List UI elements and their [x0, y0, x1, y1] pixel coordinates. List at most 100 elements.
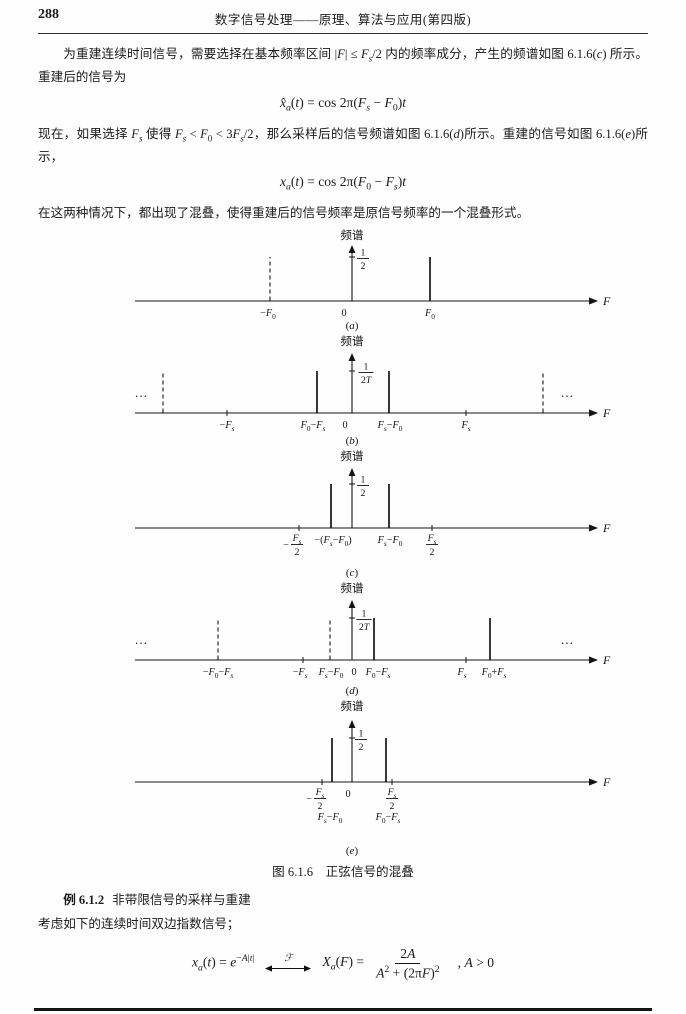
axis-label: 0 — [351, 667, 356, 678]
y-axis-arrow — [348, 599, 356, 608]
frequency-axis-label: F — [602, 294, 611, 308]
chart-caption: (a) — [346, 320, 359, 332]
example-intro: 考虑如下的连续时间双边指数信号； — [38, 917, 240, 932]
chart-caption: (d) — [346, 685, 359, 697]
x-axis-arrow — [589, 409, 598, 417]
axis-label-frac-den: 2 — [390, 801, 395, 812]
axis-label-frac-num: Fs — [427, 533, 437, 546]
chart-title: 频谱 — [341, 581, 364, 595]
axis-label: −(Fs−F0) — [314, 535, 351, 548]
chart-caption: (c) — [346, 567, 359, 579]
y-axis-arrow — [348, 719, 356, 728]
x-axis-arrow — [589, 778, 598, 786]
axis-label-frac-sign: − — [283, 540, 289, 551]
frequency-axis-label: F — [602, 653, 611, 667]
axis-label-frac-num: Fs — [387, 787, 397, 800]
chart-title: 频谱 — [341, 449, 364, 463]
example-title: 非带限信号的采样与重建 — [112, 892, 251, 907]
axis-label: −Fs — [220, 420, 235, 433]
chart-caption: (b) — [346, 435, 359, 447]
axis-label: Fs−F0 — [377, 420, 403, 433]
eq3-lhs: xa(t) = e−A|t| — [191, 953, 255, 974]
axis-label-frac-den: 2 — [295, 547, 300, 558]
example-heading: 例 6.1.2 非带限信号的采样与重建 — [38, 890, 648, 912]
scan-edge-artifact — [34, 1008, 652, 1011]
equation-3: xa(t) = e−A|t| ℱ Xa(F) = 2A A2 + (2πF)2 … — [0, 945, 686, 982]
spectrum-chart-a: 频谱 F 1 2 −F0 0 F0 (a) — [135, 228, 611, 332]
page-header-title: 数字信号处理——原理、算法与应用(第四版) — [214, 13, 472, 27]
peak-numerator: 1 — [361, 474, 366, 485]
peak-denominator: 2 — [361, 261, 366, 272]
ellipsis: … — [135, 632, 148, 647]
axis-label: Fs — [460, 420, 470, 433]
axis-label-frac-sign: − — [306, 794, 312, 805]
axis-label-frac-num: Fs — [315, 787, 325, 800]
axis-label: F0−Fs — [300, 420, 326, 433]
y-axis-arrow — [348, 467, 356, 476]
chart-title: 频谱 — [341, 699, 364, 713]
x-axis-arrow — [589, 524, 598, 532]
axis-label: F0−Fs — [375, 812, 401, 825]
fourier-transform-arrow: ℱ — [265, 953, 312, 973]
ellipsis: … — [561, 385, 574, 400]
peak-numerator: 1 — [364, 361, 369, 372]
chart-caption: (e) — [346, 845, 359, 857]
eq3-fraction-numerator: 2A — [395, 945, 421, 964]
peak-numerator: 1 — [362, 608, 367, 619]
frequency-axis-label: F — [602, 521, 611, 535]
axis-label: −Fs — [293, 667, 308, 680]
spectrum-chart-d: 频谱 F 1 2T −F0−Fs −Fs Fs−F0 0 F0−Fs Fs F0+Fs … … (d) — [135, 581, 612, 697]
page-number: 288 — [38, 7, 59, 22]
figure-caption: 图 6.1.6 正弦信号的混叠 — [272, 864, 414, 879]
paragraph-3: 在这两种情况下，都出现了混叠，使得重建后的信号频率是原信号频率的一个混叠形式。 — [38, 206, 530, 220]
ellipsis: … — [561, 632, 574, 647]
fourier-f-symbol: ℱ — [284, 953, 293, 965]
axis-label: 0 — [345, 789, 350, 800]
chart-title: 频谱 — [341, 228, 364, 242]
paragraph-1: 为重建连续时间信号，需要选择在基本频率区间 |F| ≤ Fs/2 内的频率成分，… — [38, 47, 648, 85]
frequency-axis-label: F — [602, 775, 611, 789]
axis-label: −F0 — [260, 308, 276, 321]
peak-denominator: 2 — [361, 488, 366, 499]
peak-denominator: 2 — [359, 742, 364, 753]
example-label: 例 6.1.2 — [63, 892, 105, 907]
axis-label: Fs−F0 — [377, 535, 403, 548]
axis-label-frac-den: 2 — [318, 801, 323, 812]
peak-numerator: 1 — [359, 728, 364, 739]
spectrum-chart-b: 频谱 F 1 2T −Fs F0−Fs 0 Fs−F0 Fs … … (b) — [135, 334, 612, 447]
eq3-condition: , A > 0 — [457, 955, 495, 971]
y-axis-arrow — [348, 244, 356, 253]
peak-numerator: 1 — [361, 247, 366, 258]
eq3-fraction-denominator: A2 + (2πF)2 — [376, 963, 440, 981]
eq3-rhs: Xa(F) = — [322, 954, 365, 973]
equation-2: xa(t) = cos 2π(F0 − Fs)t — [279, 174, 407, 193]
axis-label: 0 — [341, 308, 346, 319]
axis-label: Fs — [456, 667, 466, 680]
x-axis-arrow — [589, 656, 598, 664]
peak-denominator: 2T — [359, 622, 371, 633]
axis-label: F0−Fs — [365, 667, 391, 680]
ellipsis: … — [135, 385, 148, 400]
frequency-axis-label: F — [602, 406, 611, 420]
axis-label-frac-num: Fs — [292, 533, 302, 546]
eq3-fraction: 2A A2 + (2πF)2 — [371, 945, 445, 982]
axis-label-frac-den: 2 — [430, 547, 435, 558]
page-header: 288 数字信号处理——原理、算法与应用(第四版) — [38, 0, 648, 34]
axis-label: 0 — [342, 420, 347, 431]
double-arrow-icon — [265, 965, 312, 973]
axis-label: −F0−Fs — [203, 667, 234, 680]
axis-label: F0+Fs — [481, 667, 507, 680]
chart-title: 频谱 — [341, 334, 364, 348]
axis-label: F0 — [424, 308, 435, 321]
axis-label: Fs−F0 — [318, 667, 344, 680]
peak-denominator: 2T — [361, 375, 373, 386]
axis-label: Fs−F0 — [317, 812, 343, 825]
paragraph-2: 现在，如果选择 Fs 使得 Fs < F0 < 3Fs/2，那么采样后的信号频谱… — [38, 126, 648, 164]
y-axis-arrow — [348, 352, 356, 361]
x-axis-arrow — [589, 297, 598, 305]
